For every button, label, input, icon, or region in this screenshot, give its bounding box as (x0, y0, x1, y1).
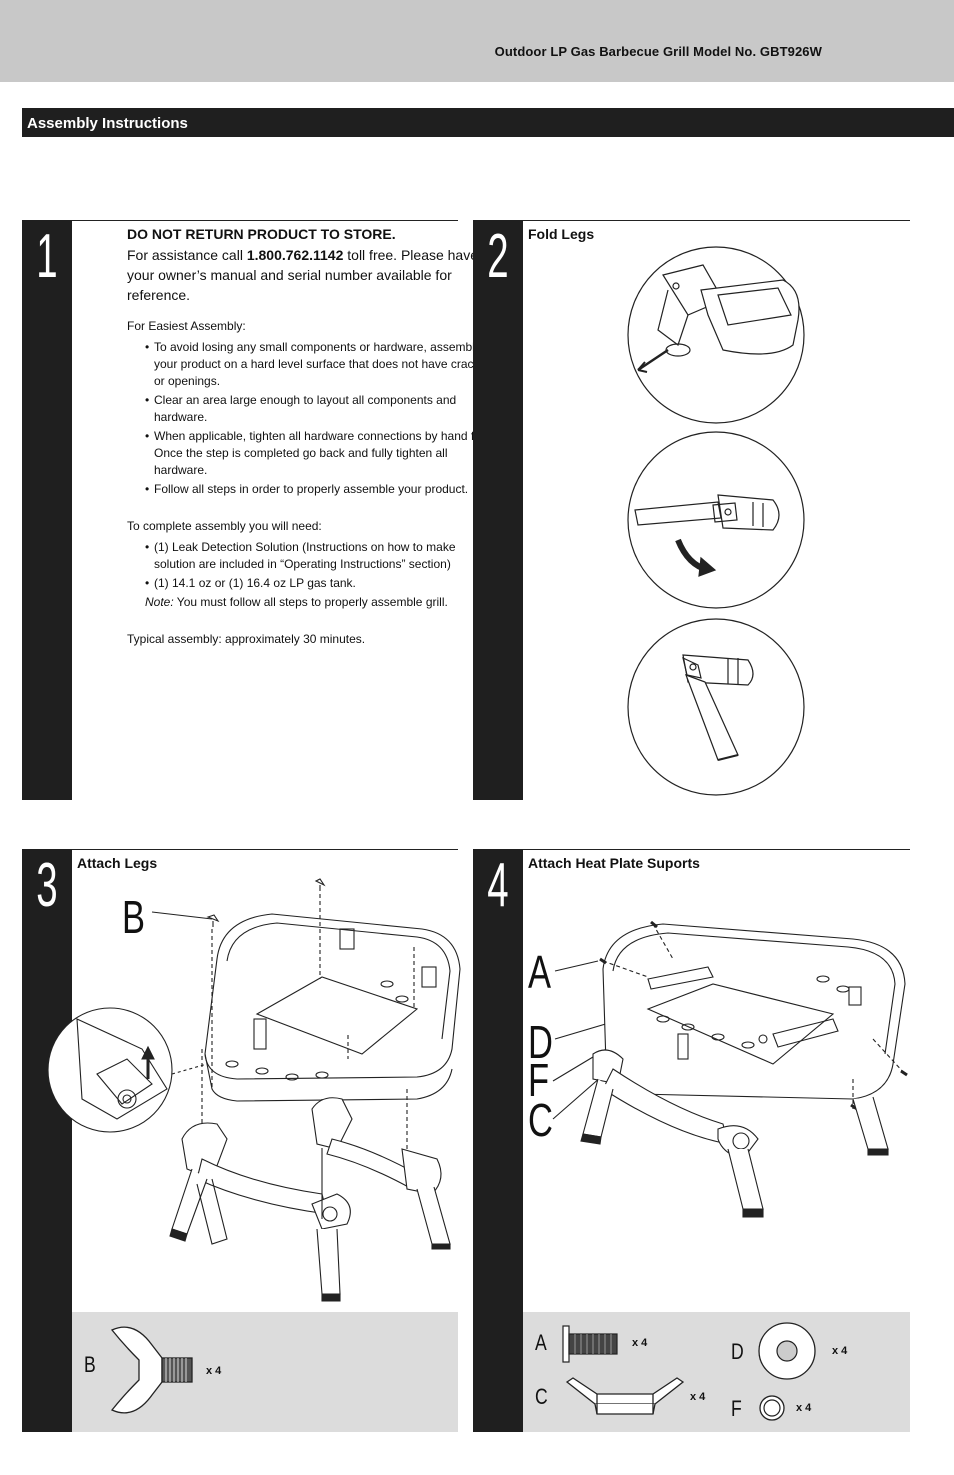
part-quantity: x 4 (796, 1402, 812, 1414)
callout-label: C (528, 1094, 553, 1146)
part-label: D (731, 1339, 744, 1364)
step-title: Fold Legs (528, 226, 595, 242)
step-number-column: 3 (22, 849, 72, 1432)
step-1-panel: 1 DO NOT RETURN PRODUCT TO STORE. For as… (22, 220, 494, 800)
callout-label: D (528, 1016, 553, 1068)
note-body: You must follow all steps to properly as… (173, 595, 448, 609)
step-number: 2 (487, 222, 509, 291)
part-quantity: x 4 (690, 1391, 706, 1403)
fold-legs-detail-3 (627, 618, 805, 796)
list-item: When applicable, tighten all hardware co… (145, 428, 499, 479)
step-divider (523, 849, 910, 850)
step-divider (72, 849, 458, 850)
need-title: To complete assembly you will need: (127, 519, 322, 533)
list-item: (1) Leak Detection Solution (Instruction… (145, 539, 499, 573)
easiest-title: For Easiest Assembly: (127, 319, 246, 333)
step-title: Attach Legs (77, 855, 158, 871)
callout-label: B (122, 891, 146, 943)
step-1-content: DO NOT RETURN PRODUCT TO STORE. For assi… (72, 220, 494, 800)
wing-nut-icon (110, 1326, 193, 1414)
step-number-column: 4 (473, 849, 523, 1432)
part-quantity: x 4 (632, 1337, 648, 1349)
section-bar: Assembly Instructions (22, 108, 954, 137)
step-number: 3 (36, 851, 58, 920)
section-title: Assembly Instructions (27, 115, 188, 132)
part-quantity: x 4 (206, 1365, 222, 1377)
note-label: Note: (145, 595, 174, 609)
easiest-list: To avoid losing any small components or … (127, 339, 499, 498)
heat-plate-support-icon (565, 1377, 685, 1415)
parts-panel: B x 4 (72, 1312, 458, 1432)
bolt-icon (562, 1325, 618, 1363)
assist-prefix: For assistance call (127, 247, 247, 263)
wing-nut-icon (314, 878, 326, 891)
fold-legs-detail-1 (627, 246, 805, 424)
part-quantity: x 4 (832, 1345, 848, 1357)
step-divider (72, 220, 458, 221)
step-4-panel: 4 Attach Heat Plate Suports A D F C (473, 849, 910, 1432)
step-2-panel: 2 Fold Legs (473, 220, 910, 800)
list-item: Clear an area large enough to layout all… (145, 392, 499, 426)
attach-legs-illustration (47, 878, 461, 1302)
step-3-panel: 3 Attach Legs B (22, 849, 461, 1432)
parts-panel: A x 4 C x 4 D x 4 F (523, 1312, 910, 1432)
note-text: Note: You must follow all steps to prope… (127, 594, 499, 611)
heat-plate-supports-illustration (552, 920, 908, 1218)
assistance-text: For assistance call 1.800.762.1142 toll … (127, 245, 499, 305)
document-title: Outdoor LP Gas Barbecue Grill Model No. … (494, 44, 822, 59)
callout-label: F (528, 1054, 550, 1106)
list-item: To avoid losing any small components or … (145, 339, 499, 390)
top-header-bar: Outdoor LP Gas Barbecue Grill Model No. … (0, 0, 954, 82)
step-number: 1 (36, 222, 58, 291)
washer-icon (758, 1322, 816, 1380)
fold-legs-illustration (627, 246, 805, 796)
wing-nut-icon (206, 914, 220, 927)
part-label: C (535, 1384, 548, 1409)
typical-assembly: Typical assembly: approximately 30 minut… (127, 632, 366, 646)
part-label: B (84, 1352, 96, 1377)
assist-suffix: toll free. Please have your owner’s manu… (127, 247, 479, 303)
part-label: F (731, 1396, 742, 1421)
need-list: (1) Leak Detection Solution (Instruction… (127, 539, 499, 592)
list-item: (1) 14.1 oz or (1) 16.4 oz LP gas tank. (145, 575, 499, 592)
step-number-column: 1 (22, 220, 72, 800)
part-label: A (535, 1330, 547, 1355)
step-1-heading: DO NOT RETURN PRODUCT TO STORE. (127, 226, 396, 242)
step-title: Attach Heat Plate Suports (528, 855, 700, 871)
lock-washer-icon (759, 1395, 785, 1421)
list-item: Follow all steps in order to properly as… (145, 481, 499, 498)
callout-label: A (528, 946, 552, 998)
phone-number: 1.800.762.1142 (246, 247, 344, 263)
step-number-column: 2 (473, 220, 523, 800)
fold-legs-detail-2 (627, 431, 805, 609)
step-number: 4 (487, 851, 509, 920)
step-divider (523, 220, 910, 221)
step-1-text: DO NOT RETURN PRODUCT TO STORE. For assi… (127, 226, 499, 648)
